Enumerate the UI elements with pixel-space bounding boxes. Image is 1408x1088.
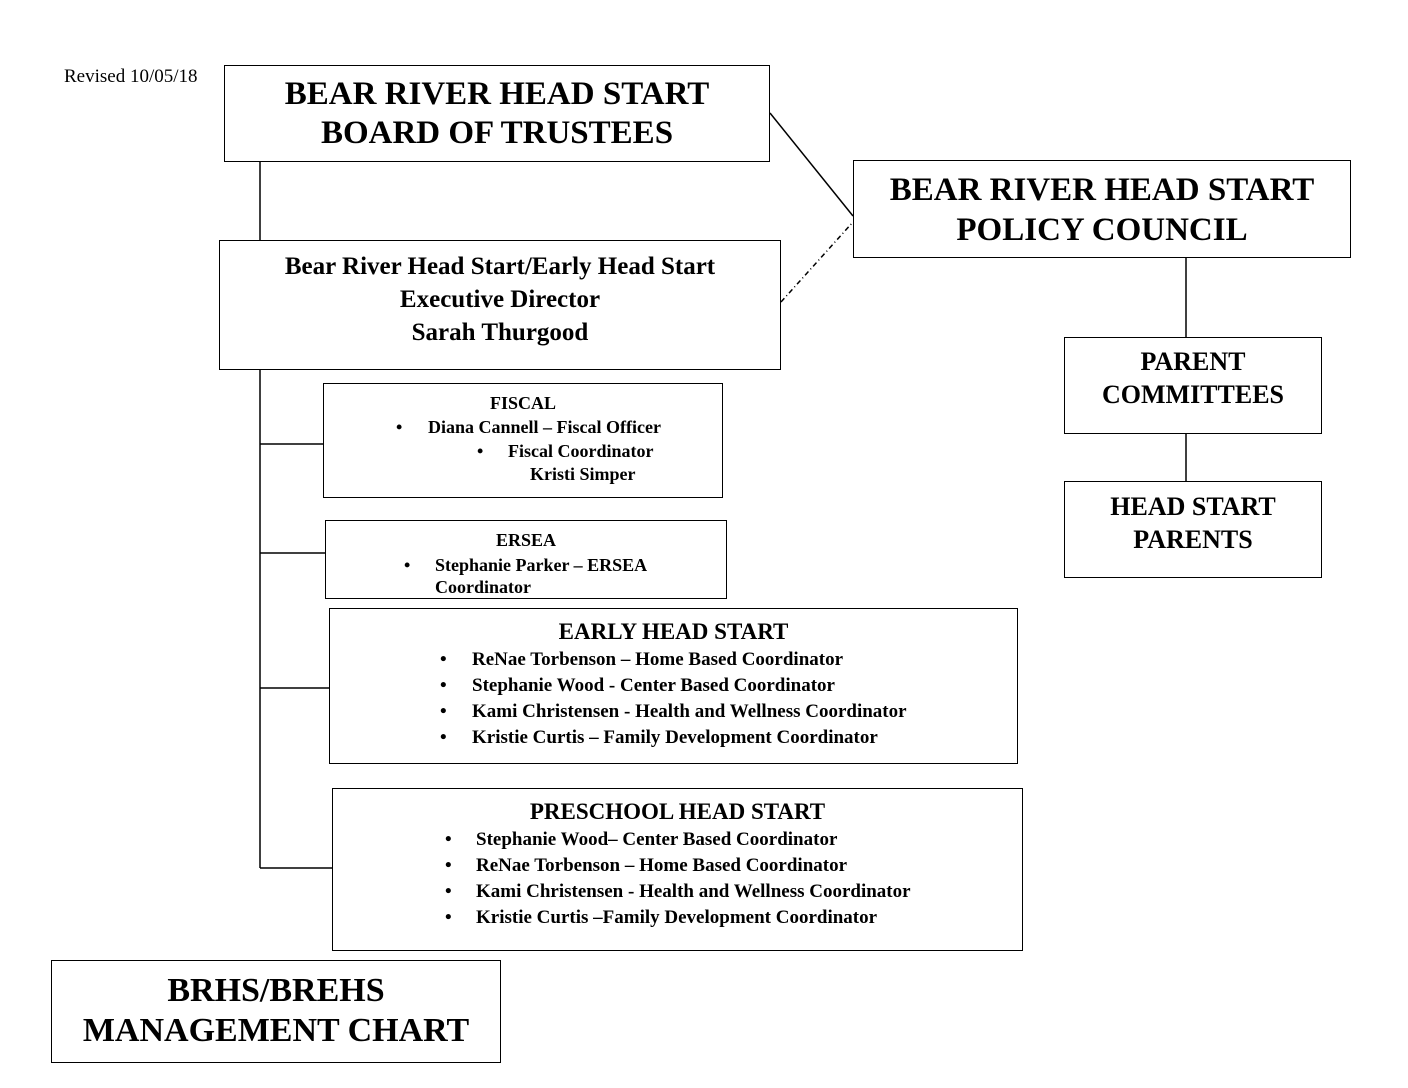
hsparents-line2: PARENTS [1133,525,1253,554]
phs-title: PRESCHOOL HEAD START [529,799,826,824]
fiscal-title: FISCAL [489,393,556,413]
bullet: • [440,649,447,670]
bullet: • [477,441,484,461]
connector-board-policy [769,112,854,217]
exec-line2: Executive Director [399,286,601,313]
ersea-box: ERSEA • Stephanie Parker – ERSEA Coordin… [325,520,727,599]
parentc-line1: PARENT [1140,347,1246,376]
board-line2: BOARD OF TRUSTEES [320,115,674,151]
ehs-title: EARLY HEAD START [558,619,789,644]
early-head-start-box: EARLY HEAD START • ReNae Torbenson – Hom… [329,608,1018,764]
policy-line2: POLICY COUNCIL [956,212,1248,248]
exec-line1: Bear River Head Start/Early Head Start [284,253,716,280]
bullet: • [445,855,452,876]
bullet: • [445,829,452,850]
head-start-parents-box: HEAD START PARENTS [1064,481,1322,578]
bullet: • [445,881,452,902]
bullet: • [396,417,403,437]
board-line1: BEAR RIVER HEAD START [284,76,710,112]
bullet: • [440,727,447,748]
board-of-trustees-box: BEAR RIVER HEAD START BOARD OF TRUSTEES [224,65,770,162]
bullet: • [445,907,452,928]
ersea-title: ERSEA [495,530,557,550]
revised-date: Revised 10/05/18 [64,66,198,87]
preschool-head-start-box: PRESCHOOL HEAD START • Stephanie Wood– C… [332,788,1023,951]
policy-council-box: BEAR RIVER HEAD START POLICY COUNCIL [853,160,1351,258]
chart-title-line1: BRHS/BREHS [167,972,385,1009]
hsparents-line1: HEAD START [1110,492,1276,521]
parent-committees-box: PARENT COMMITTEES [1064,337,1322,434]
bullet: • [440,701,447,722]
exec-line3: Sarah Thurgood [411,319,589,346]
bullet: • [440,675,447,696]
connector-exec-policy-dotted [780,221,854,303]
fiscal-box: FISCAL • Diana Cannell – Fiscal Officer … [323,383,723,498]
policy-line1: BEAR RIVER HEAD START [889,172,1315,208]
executive-director-box: Bear River Head Start/Early Head Start E… [219,240,781,370]
management-chart-title-box: BRHS/BREHS MANAGEMENT CHART [51,960,501,1063]
chart-title-line2: MANAGEMENT CHART [82,1012,470,1049]
parentc-line2: COMMITTEES [1101,380,1285,409]
bullet: • [404,555,411,575]
